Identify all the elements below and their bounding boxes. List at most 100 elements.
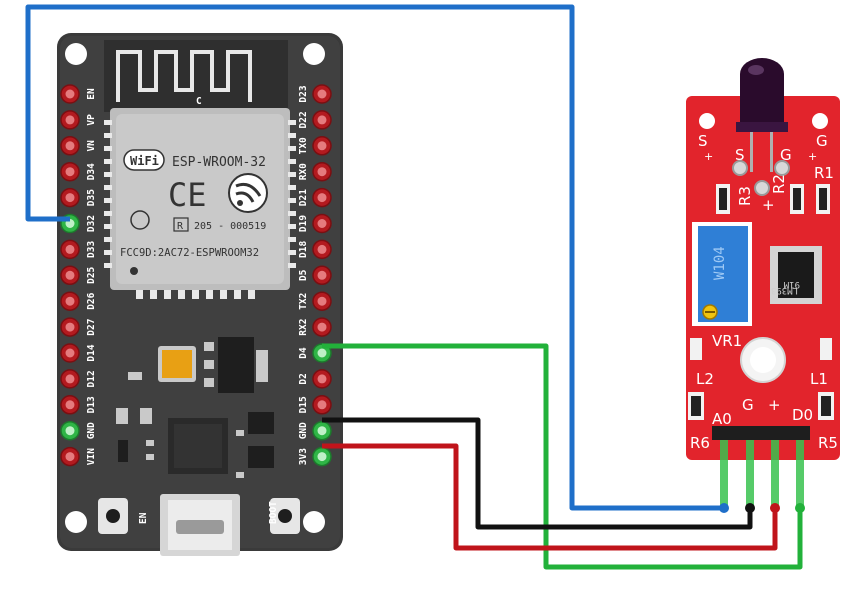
fcc-id: FCC9D:2AC72-ESPWROOM32	[120, 247, 259, 259]
sensor-pin-plus[interactable]	[771, 440, 779, 510]
chip-label: LM393	[771, 285, 798, 295]
module-name: ESP-WROOM-32	[172, 155, 266, 170]
header-pin-right-tx2[interactable]	[312, 291, 332, 311]
pin-label-d15: D15	[298, 396, 309, 413]
label-vr1: VR1	[712, 332, 742, 350]
sensor-pin-d0[interactable]	[796, 440, 804, 510]
wires	[25, 4, 803, 570]
header-pin-right-d5[interactable]	[312, 265, 332, 286]
header-pin-left-d26[interactable]	[60, 291, 80, 311]
pin-label-d32: D32	[86, 215, 97, 232]
pin-label-d33: D33	[86, 241, 97, 258]
micro-usb-port[interactable]	[160, 494, 240, 556]
r-mark	[173, 217, 189, 232]
header-pin-left-d27[interactable]	[60, 317, 80, 337]
potentiometer[interactable]: W104	[692, 222, 752, 326]
wire-d0-to-d4	[322, 343, 803, 570]
header-pin-left-d35[interactable]	[60, 187, 80, 208]
header-pin-left-d25[interactable]	[60, 265, 80, 286]
pin-label-d14: D14	[86, 344, 97, 361]
header-pin-left-vp[interactable]	[60, 110, 80, 130]
header-pin-right-d15[interactable]	[312, 395, 332, 415]
pin-label-d25: D25	[86, 266, 97, 283]
header-pin-left-d12[interactable]	[60, 369, 80, 389]
header-pin-left-d34[interactable]	[60, 161, 80, 182]
header-pin-left-vn[interactable]	[60, 136, 80, 156]
ce-mark: CE	[168, 176, 207, 214]
sensor-pin-a0[interactable]	[720, 440, 728, 510]
header-pin-right-rx2[interactable]	[312, 317, 332, 337]
header-pin-right-d19[interactable]	[312, 213, 332, 234]
module-pins	[104, 120, 296, 299]
label-s-diode: S	[735, 146, 745, 164]
boot-button[interactable]	[270, 498, 300, 534]
mounting-hole	[65, 43, 87, 65]
wire-endpoint	[770, 503, 780, 513]
smd-resistor-r6	[688, 392, 704, 420]
header-pin-left-d14[interactable]	[60, 343, 80, 363]
header-pin-left-gnd[interactable]	[60, 420, 80, 441]
label-s-left: S	[698, 132, 708, 150]
pin-label-d2: D2	[298, 373, 309, 384]
header-pin-right-d22[interactable]	[312, 110, 332, 130]
label-r6: R6	[690, 434, 710, 452]
board-components	[116, 337, 274, 478]
label-g-pin: G	[742, 396, 754, 414]
header-pin-right-rx0[interactable]	[312, 161, 332, 182]
label-plus-pin: +	[768, 396, 781, 414]
pin-label-vin: VIN	[86, 448, 97, 465]
header-pin-left-d33[interactable]	[60, 239, 80, 260]
pin-label-d13: D13	[86, 396, 97, 413]
header-pin-right-3v3[interactable]	[312, 446, 332, 467]
right-header: D23D22TX0RX0D21D19D18D5TX2RX2D4D2D15GND3…	[298, 84, 332, 467]
pin-label-d18: D18	[298, 241, 309, 258]
lm393-chip: LM393 91M	[770, 246, 822, 304]
pin-label-d35: D35	[86, 189, 97, 206]
pin-label-rx0: RX0	[298, 163, 309, 180]
header-pin-left-en[interactable]	[60, 84, 80, 104]
pin-label-d5: D5	[298, 269, 309, 281]
espressif-logo	[228, 173, 268, 213]
smd-resistor-r3	[716, 184, 730, 214]
wifi-badge	[123, 149, 165, 171]
en-button-label: EN	[138, 512, 149, 524]
wire-gnd-to-g	[322, 417, 753, 530]
boot-button-label: BOOT	[268, 501, 279, 524]
r-label: R	[177, 221, 184, 232]
pin-label-en: EN	[86, 88, 97, 100]
label-l2: L2	[696, 370, 714, 388]
label-g-diode: G	[780, 146, 792, 164]
en-button[interactable]	[98, 498, 128, 534]
ir-flame-diode	[736, 58, 788, 172]
header-pin-right-gnd[interactable]	[312, 420, 332, 441]
pin-label-d4: D4	[298, 347, 309, 359]
pot-code: W104	[712, 246, 728, 280]
sensor-pin-g[interactable]	[746, 440, 754, 510]
header-pin-right-tx0[interactable]	[312, 136, 332, 156]
label-r2: R2	[770, 174, 788, 194]
led-l2	[690, 338, 702, 360]
header-pin-left-vin[interactable]	[60, 446, 80, 467]
solder-pad	[774, 160, 790, 176]
mounting-hole	[303, 511, 325, 533]
mounting-hole	[303, 43, 325, 65]
mounting-hole	[699, 113, 715, 129]
label-r1-top: R1	[814, 164, 834, 182]
header-pin-right-d23[interactable]	[312, 84, 332, 104]
mounting-hole	[65, 511, 87, 533]
left-header: ENVPVND34D35D32D33D25D26D27D14D12D13GNDV…	[60, 84, 97, 467]
pin-label-vn: VN	[86, 140, 97, 152]
header-pin-right-d21[interactable]	[312, 187, 332, 208]
wifi-label: WiFi	[130, 154, 159, 168]
label-plus-left: +	[704, 150, 713, 163]
pin-label-d27: D27	[86, 319, 97, 336]
sensor-header	[712, 426, 810, 440]
header-pin-left-d13[interactable]	[60, 395, 80, 415]
header-pin-right-d2[interactable]	[312, 369, 332, 389]
header-pin-right-d18[interactable]	[312, 239, 332, 260]
label-r5: R5	[818, 434, 838, 452]
pin-label-d22: D22	[298, 111, 309, 128]
pin-label-d12: D12	[86, 370, 97, 387]
esp32-board: C WiFi ESP-WROOM-32 CE	[57, 33, 343, 556]
